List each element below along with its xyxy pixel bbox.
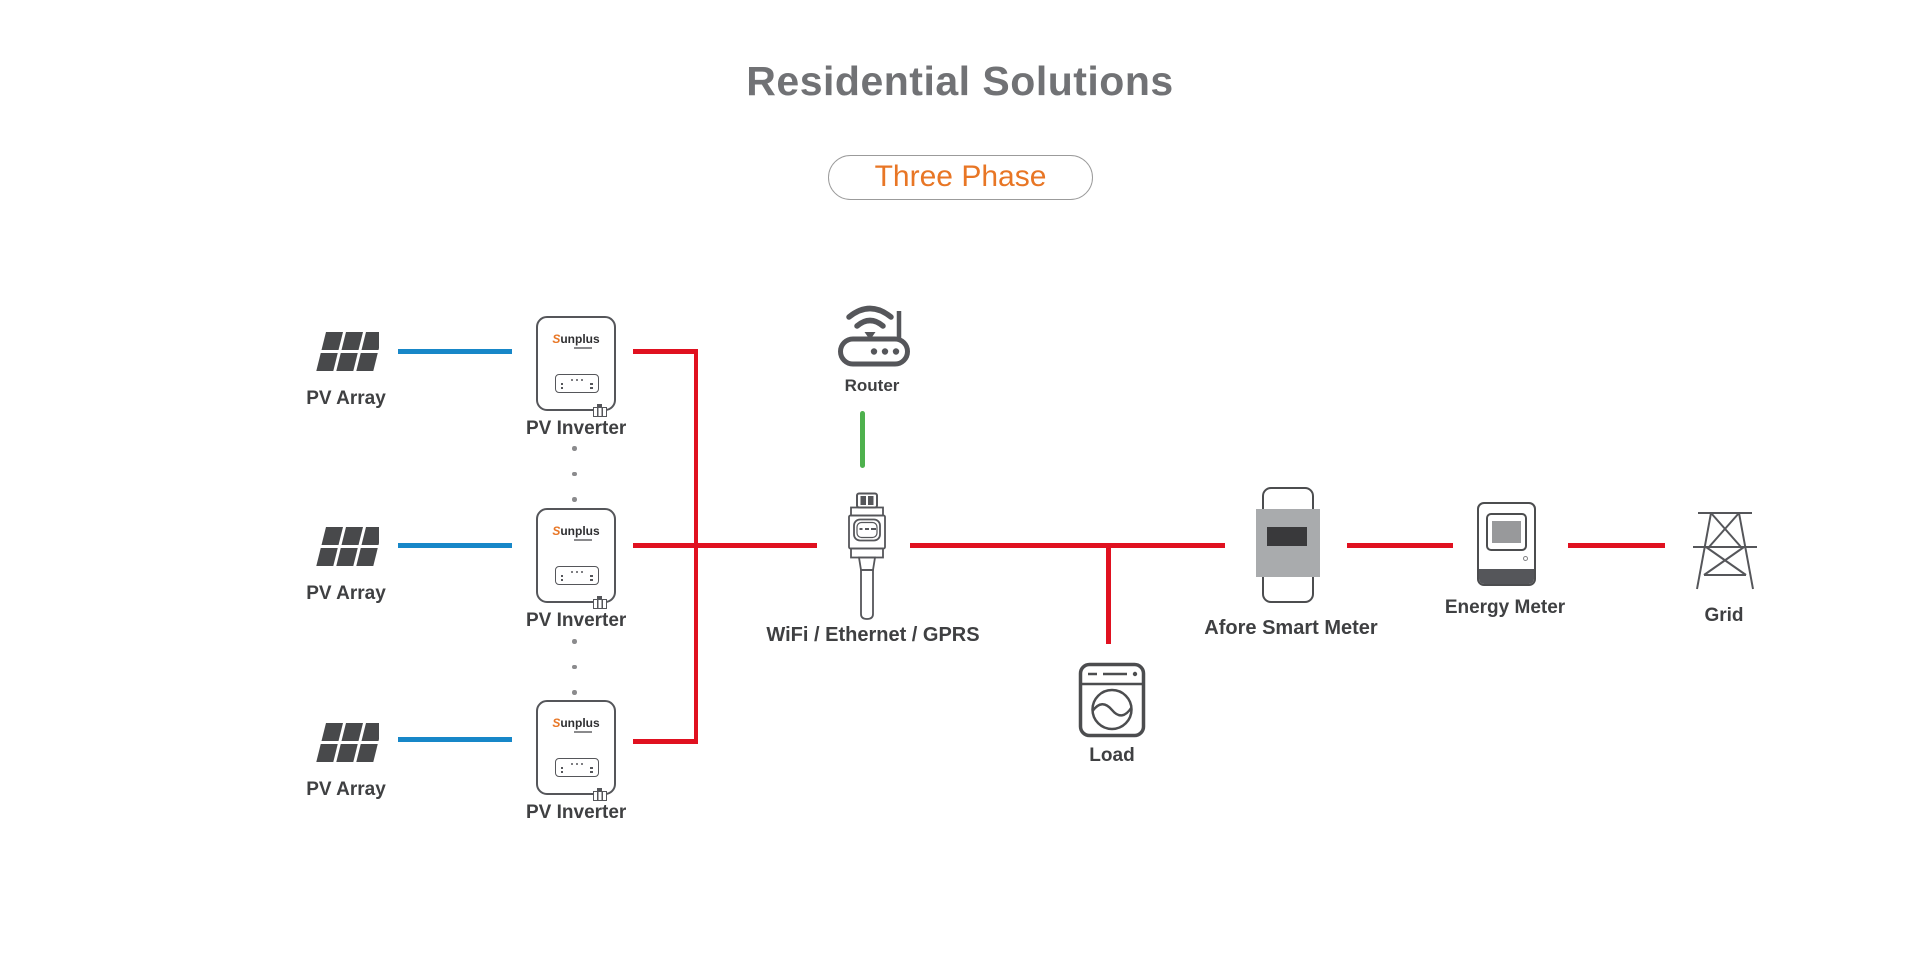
inverter-display bbox=[555, 566, 599, 585]
pv-array-label: PV Array bbox=[306, 388, 386, 409]
pv-array-icon bbox=[315, 330, 383, 379]
continuation-dots bbox=[572, 639, 577, 716]
pv-inverter: Sunplus bbox=[536, 508, 616, 609]
energy-meter-indicator bbox=[1523, 556, 1528, 561]
inverter-display bbox=[555, 758, 599, 777]
load-icon bbox=[1078, 662, 1146, 743]
smart-meter-display bbox=[1267, 527, 1307, 546]
load-label: Load bbox=[1089, 745, 1135, 766]
router-icon bbox=[836, 299, 912, 372]
grid-icon bbox=[1691, 510, 1759, 597]
page-title: Residential Solutions bbox=[746, 58, 1174, 104]
pv-inverter: Sunplus bbox=[536, 700, 616, 801]
ac-line-to-load bbox=[1106, 543, 1111, 644]
router-label: Router bbox=[844, 376, 900, 395]
inverter-logo-subtitle bbox=[574, 539, 592, 541]
comm-line-router-dongle bbox=[860, 411, 865, 468]
inverter-connector bbox=[593, 596, 607, 609]
pv-array-label: PV Array bbox=[306, 779, 386, 800]
energy-meter-display bbox=[1486, 513, 1527, 551]
ac-line-to-smart-meter bbox=[910, 543, 1225, 548]
inverter-brand-logo: Sunplus bbox=[552, 332, 600, 346]
wifi-dongle-label: WiFi / Ethernet / GPRS bbox=[766, 624, 980, 646]
inverter-brand-logo: Sunplus bbox=[552, 716, 600, 730]
ac-line-to-grid bbox=[1568, 543, 1665, 548]
pv-array-icon bbox=[315, 721, 383, 770]
pv-array-icon bbox=[315, 525, 383, 574]
inverter-connector bbox=[593, 404, 607, 417]
pv-inverter-label: PV Inverter bbox=[526, 610, 627, 631]
dc-line-3 bbox=[398, 737, 512, 742]
pv-array-label: PV Array bbox=[306, 583, 386, 604]
inverter-logo-subtitle bbox=[574, 731, 592, 733]
ac-line-inverter3 bbox=[633, 739, 698, 744]
energy-meter-label: Energy Meter bbox=[1444, 597, 1566, 618]
pv-inverter-label: PV Inverter bbox=[526, 418, 627, 439]
inverter-connector bbox=[593, 788, 607, 801]
dc-line-2 bbox=[398, 543, 512, 548]
energy-meter-icon bbox=[1477, 502, 1536, 586]
dc-line-1 bbox=[398, 349, 512, 354]
energy-meter-base bbox=[1479, 569, 1534, 584]
pv-inverter: Sunplus bbox=[536, 316, 616, 417]
ac-line-inverter2 bbox=[633, 543, 817, 548]
ac-line-to-energy-meter bbox=[1347, 543, 1453, 548]
inverter-brand-logo: Sunplus bbox=[552, 524, 600, 538]
ac-line-inverter1 bbox=[633, 349, 698, 354]
smart-meter-label: Afore Smart Meter bbox=[1204, 617, 1378, 639]
inverter-logo-subtitle bbox=[574, 347, 592, 349]
pv-inverter-label: PV Inverter bbox=[526, 802, 627, 823]
grid-label: Grid bbox=[1704, 605, 1744, 626]
wifi-dongle-icon bbox=[844, 492, 890, 629]
inverter-display bbox=[555, 374, 599, 393]
three-phase-badge[interactable]: Three Phase bbox=[828, 155, 1093, 200]
continuation-dots bbox=[572, 446, 577, 523]
